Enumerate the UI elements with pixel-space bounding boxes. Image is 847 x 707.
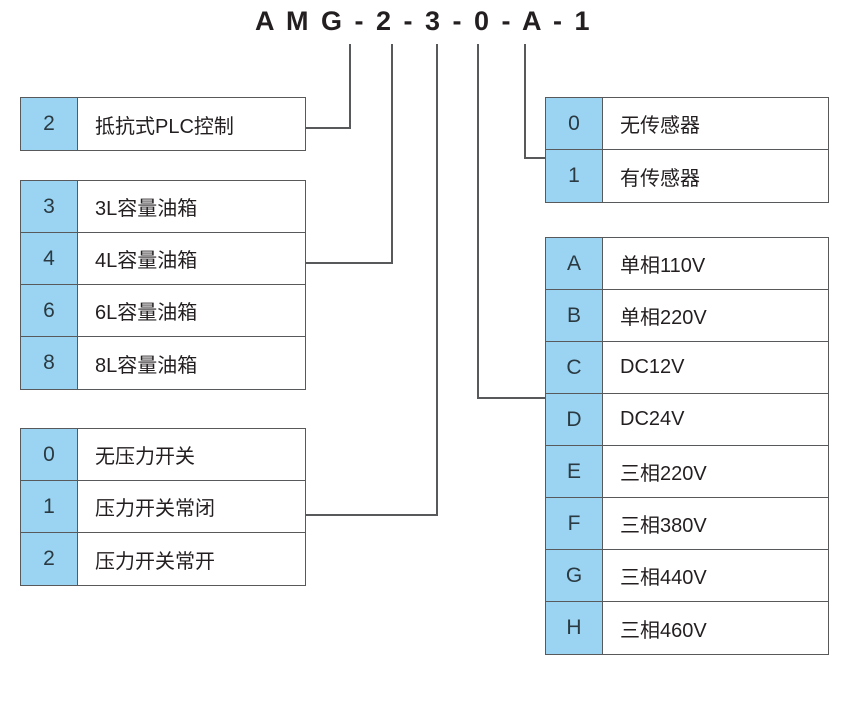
code-cell: D [546, 394, 603, 445]
table-row: F 三相380V [546, 498, 828, 550]
table-row: 8 8L容量油箱 [21, 337, 305, 389]
code-cell: H [546, 602, 603, 654]
table-row: B 单相220V [546, 290, 828, 342]
code-cell: 0 [21, 429, 78, 480]
table-row: 0 无传感器 [546, 98, 828, 150]
desc-cell: 无传感器 [620, 115, 700, 137]
code-cell: 1 [21, 481, 78, 532]
table-control-type: 2 抵抗式PLC控制 [20, 97, 306, 151]
desc-cell: 三相220V [620, 463, 707, 485]
code-cell: A [546, 238, 603, 289]
table-row: 4 4L容量油箱 [21, 233, 305, 285]
table-pressure-switch: 0 无压力开关 1 压力开关常闭 2 压力开关常开 [20, 428, 306, 586]
table-row: G 三相440V [546, 550, 828, 602]
table-row: 2 压力开关常开 [21, 533, 305, 585]
code-cell: 2 [21, 98, 78, 150]
page-title: A M G - 2 - 3 - 0 - A - 1 [254, 6, 593, 36]
desc-cell: DC24V [620, 408, 685, 430]
code-cell: F [546, 498, 603, 549]
table-row: 3 3L容量油箱 [21, 181, 305, 233]
desc-cell: 有传感器 [620, 167, 700, 190]
desc-cell: 三相380V [620, 515, 707, 537]
leader-line-pressure [306, 44, 438, 516]
leader-line-sensor [524, 44, 545, 159]
desc-cell: 压力开关常开 [95, 550, 215, 573]
table-voltage-option: A 单相110V B 单相220V C DC12V D DC24V E 三相22… [545, 237, 829, 655]
code-cell: B [546, 290, 603, 341]
leader-line-tank [306, 44, 393, 264]
code-cell: 4 [21, 233, 78, 284]
desc-cell: 三相460V [620, 619, 707, 642]
code-cell: 1 [546, 150, 603, 202]
code-cell: E [546, 446, 603, 497]
table-sensor-option: 0 无传感器 1 有传感器 [545, 97, 829, 203]
code-cell: C [546, 342, 603, 393]
desc-cell: 8L容量油箱 [95, 354, 198, 377]
code-cell: 8 [21, 337, 78, 389]
desc-cell: 无压力开关 [95, 446, 195, 468]
desc-cell: 单相110V [620, 255, 706, 277]
code-cell: 3 [21, 181, 78, 232]
table-row: D DC24V [546, 394, 828, 446]
desc-cell: 3L容量油箱 [95, 198, 198, 220]
desc-cell: 6L容量油箱 [95, 302, 198, 324]
code-cell: 6 [21, 285, 78, 336]
table-row: C DC12V [546, 342, 828, 394]
desc-cell: 单相220V [620, 307, 707, 329]
desc-cell: 压力开关常闭 [95, 498, 215, 520]
table-row: A 单相110V [546, 238, 828, 290]
leader-line-voltage [477, 44, 545, 399]
code-cell: 0 [546, 98, 603, 149]
table-row: E 三相220V [546, 446, 828, 498]
table-row: 2 抵抗式PLC控制 [21, 98, 305, 150]
code-cell: 2 [21, 533, 78, 585]
desc-cell: 4L容量油箱 [95, 250, 198, 272]
table-row: 1 有传感器 [546, 150, 828, 202]
table-row: 6 6L容量油箱 [21, 285, 305, 337]
table-row: 0 无压力开关 [21, 429, 305, 481]
code-cell: G [546, 550, 603, 601]
table-row: 1 压力开关常闭 [21, 481, 305, 533]
table-tank-capacity: 3 3L容量油箱 4 4L容量油箱 6 6L容量油箱 8 8L容量油箱 [20, 180, 306, 390]
leader-line-control [306, 44, 351, 129]
desc-cell: DC12V [620, 356, 685, 378]
desc-cell: 抵抗式PLC控制 [95, 115, 234, 138]
desc-cell: 三相440V [620, 567, 707, 589]
table-row: H 三相460V [546, 602, 828, 654]
